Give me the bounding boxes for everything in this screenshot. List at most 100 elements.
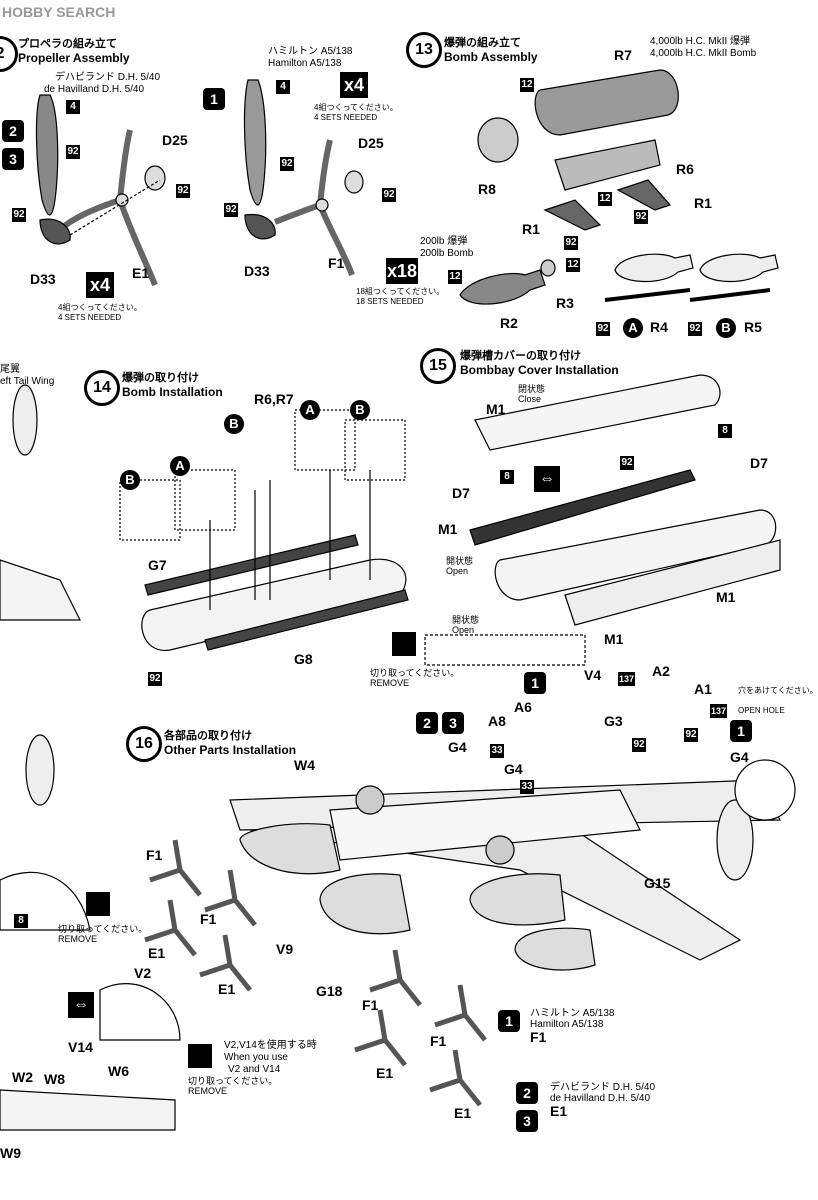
part-tag-33: 33 bbox=[520, 780, 534, 794]
step-16-title-en: Other Parts Installation bbox=[164, 743, 297, 757]
close-state-jp: 閉状態 bbox=[518, 384, 546, 394]
part-label-e1: E1 bbox=[454, 1105, 472, 1121]
part-label-e1: E1 bbox=[376, 1065, 394, 1081]
part-tag-12: 12 bbox=[566, 258, 580, 272]
swap-arrows-icon: ⇔ bbox=[68, 992, 94, 1018]
part-tag-92: 92 bbox=[66, 145, 80, 159]
bomb-group-a-badge: A bbox=[623, 318, 643, 338]
part-label-m1: M1 bbox=[604, 631, 624, 647]
sets-needed-jp: 4組つくってください。 bbox=[314, 103, 398, 112]
cut-tool-icon bbox=[188, 1044, 212, 1068]
step-15-title-jp: 爆弾槽カバーの取り付け bbox=[460, 350, 581, 362]
part-label-e1: E1 bbox=[148, 945, 166, 961]
swap-arrows-icon: ⇔ bbox=[534, 466, 560, 492]
part-tag-8: 8 bbox=[718, 424, 732, 438]
remove-jp: 切り取ってください。 bbox=[370, 668, 460, 678]
remove-en: REMOVE bbox=[58, 934, 98, 944]
part-tag-92: 92 bbox=[596, 322, 610, 336]
part-label-v9: V9 bbox=[276, 941, 294, 957]
variant-badge-1: 1 bbox=[203, 88, 225, 110]
part-label-d25: D25 bbox=[358, 135, 384, 151]
hamilton-label-jp: ハミルトン A5/138 bbox=[530, 1008, 615, 1019]
part-label-e1: E1 bbox=[218, 981, 236, 997]
variant-badge-3: 3 bbox=[442, 712, 464, 734]
part-label-d33: D33 bbox=[30, 271, 56, 287]
part-label-f1: F1 bbox=[362, 997, 379, 1013]
hamilton-label-jp: ハミルトン A5/138 bbox=[268, 46, 353, 57]
tail-wing-label-en: eft Tail Wing bbox=[0, 376, 55, 387]
part-label-d33: D33 bbox=[244, 263, 270, 279]
step-14-title-en: Bomb Installation bbox=[122, 385, 223, 399]
part-label-d25: D25 bbox=[162, 132, 188, 148]
part-tag-137: 137 bbox=[618, 672, 636, 686]
part-tag-92: 92 bbox=[382, 188, 396, 202]
quantity-x4-badge: x4 bbox=[340, 72, 368, 98]
part-tag-92: 92 bbox=[280, 157, 294, 171]
part-label-a1: A1 bbox=[694, 681, 712, 697]
part-label-g7: G7 bbox=[148, 557, 167, 573]
small-bomb-label-en: 200lb Bomb bbox=[420, 248, 474, 259]
variant-badge-3: 3 bbox=[516, 1110, 538, 1132]
part-label-d7: D7 bbox=[452, 485, 470, 501]
dehavilland-label-jp: デハビランド D.H. 5/40 bbox=[55, 72, 161, 83]
part-label-w4: W4 bbox=[294, 757, 315, 773]
sets-needed-en: 4 SETS NEEDED bbox=[314, 113, 378, 122]
part-label-w6: W6 bbox=[108, 1063, 129, 1079]
part-label-m1: M1 bbox=[716, 589, 736, 605]
remove-en: REMOVE bbox=[188, 1086, 228, 1096]
sets18-needed-en: 18 SETS NEEDED bbox=[356, 297, 424, 306]
part-tag-92: 92 bbox=[564, 236, 578, 250]
step-16-number: 16 bbox=[126, 726, 162, 762]
open-state-en: Open bbox=[452, 625, 475, 635]
variant-badge-1: 1 bbox=[524, 672, 546, 694]
part-tag-92: 92 bbox=[634, 210, 648, 224]
tail-wing-label-jp: 尾翼 bbox=[0, 364, 20, 375]
cut-tool-icon bbox=[86, 892, 110, 916]
part-label-f1: F1 bbox=[430, 1033, 447, 1049]
step-12-title-en: Propeller Assembly bbox=[18, 51, 130, 65]
v2-v14-note-jp: V2,V14を使用する時 bbox=[224, 1040, 317, 1051]
part-label-a8: A8 bbox=[488, 713, 506, 729]
part-tag-12: 12 bbox=[448, 270, 462, 284]
part-label-f1: F1 bbox=[146, 847, 163, 863]
variant-badge-3: 3 bbox=[2, 148, 24, 170]
part-tag-4: 4 bbox=[66, 100, 80, 114]
part-tag-92: 92 bbox=[148, 672, 162, 686]
step-13-number: 13 bbox=[406, 32, 442, 68]
part-tag-92: 92 bbox=[224, 203, 238, 217]
part-label-r8: R8 bbox=[478, 181, 496, 197]
part-label-f1: F1 bbox=[328, 255, 345, 271]
variant-badge-1: 1 bbox=[498, 1010, 520, 1032]
step-15-number: 15 bbox=[420, 348, 456, 384]
close-state-en: Close bbox=[518, 394, 542, 404]
part-label-g8: G8 bbox=[294, 651, 313, 667]
remove-jp: 切り取ってください。 bbox=[58, 924, 148, 934]
part-label-g15: G15 bbox=[644, 875, 671, 891]
assembly-line-art bbox=[0, 69, 796, 1131]
sets18-needed-jp: 18組つくってください。 bbox=[356, 287, 445, 296]
part-label-r2: R2 bbox=[500, 315, 518, 331]
bomb-group-a-badge: A bbox=[300, 400, 320, 420]
open-state-jp: 開状態 bbox=[446, 556, 474, 566]
step-13-title-en: Bomb Assembly bbox=[444, 50, 538, 64]
step-14-title-jp: 爆弾の取り付け bbox=[122, 372, 199, 384]
part-label-g18: G18 bbox=[316, 983, 343, 999]
small-bomb-label-jp: 200lb 爆弾 bbox=[420, 236, 468, 247]
bomb-group-b-badge: B bbox=[224, 414, 244, 434]
part-label-g3: G3 bbox=[604, 713, 623, 729]
part-label-w8: W8 bbox=[44, 1071, 65, 1087]
sets-needed-en: 4 SETS NEEDED bbox=[58, 313, 122, 322]
part-label-g4: G4 bbox=[730, 749, 749, 765]
part-tag-12: 12 bbox=[520, 78, 534, 92]
part-label-a2: A2 bbox=[652, 663, 670, 679]
dehavilland-label-en: de Havilland D.H. 5/40 bbox=[44, 84, 145, 95]
v2-v14-note-en1: When you use bbox=[224, 1052, 288, 1063]
part-label-w2: W2 bbox=[12, 1069, 33, 1085]
part-label-v2: V2 bbox=[134, 965, 152, 981]
cut-tool-icon bbox=[392, 632, 416, 656]
dehavilland-label-jp: デハビランド D.H. 5/40 bbox=[550, 1082, 656, 1093]
part-label-r5: R5 bbox=[744, 319, 762, 335]
part-label-r4: R4 bbox=[650, 319, 668, 335]
big-bomb-label-en: 4,000lb H.C. MkII Bomb bbox=[650, 48, 757, 59]
v2-v14-note-en2: V2 and V14 bbox=[228, 1064, 281, 1075]
